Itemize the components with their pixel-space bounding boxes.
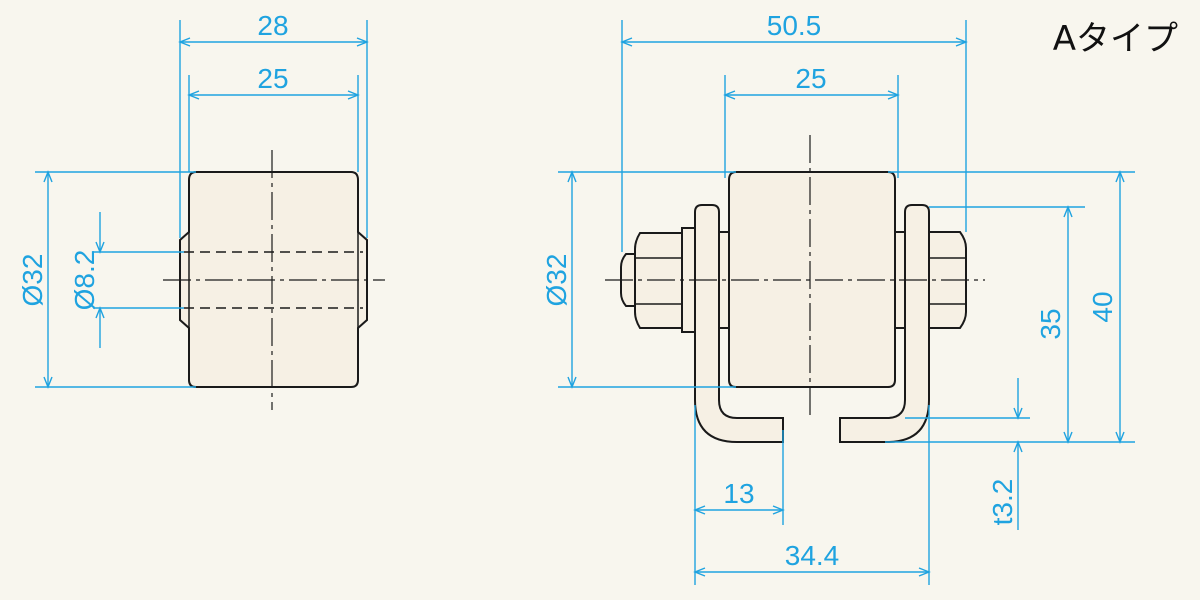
right-dim-t32-label: t3.2 — [987, 479, 1018, 526]
bracket-right-arm — [839, 204, 930, 443]
right-roller-body — [728, 171, 896, 388]
left-dim-d32-label: Ø32 — [17, 254, 48, 307]
right-dim-d32-label: Ø32 — [541, 254, 572, 307]
right-view: 50.5 25 Ø32 35 40 13 34.4 t3.2 — [541, 10, 1135, 585]
type-title: Aタイプ — [1053, 19, 1178, 59]
bracket — [694, 204, 930, 443]
left-dim-d82-label: Ø8.2 — [69, 250, 100, 311]
right-dim-344-label: 34.4 — [785, 540, 840, 571]
left-view: 28 25 Ø32 Ø8.2 — [17, 10, 385, 410]
left-centerlines — [163, 150, 385, 410]
right-dim-505-label: 50.5 — [767, 10, 822, 41]
left-dimensions — [35, 20, 369, 389]
right-dim-25-label: 25 — [795, 63, 826, 94]
right-dimensions — [558, 20, 1135, 585]
right-dim-13-label: 13 — [723, 478, 754, 509]
right-centerlines — [605, 135, 985, 420]
left-dim-28-label: 28 — [257, 10, 288, 41]
left-dim-25-label: 25 — [257, 63, 288, 94]
right-dim-35-label: 35 — [1035, 308, 1066, 339]
right-dim-40-label: 40 — [1087, 291, 1118, 322]
left-bore-hidden-lines — [184, 251, 363, 309]
bracket-left-arm — [694, 204, 784, 443]
